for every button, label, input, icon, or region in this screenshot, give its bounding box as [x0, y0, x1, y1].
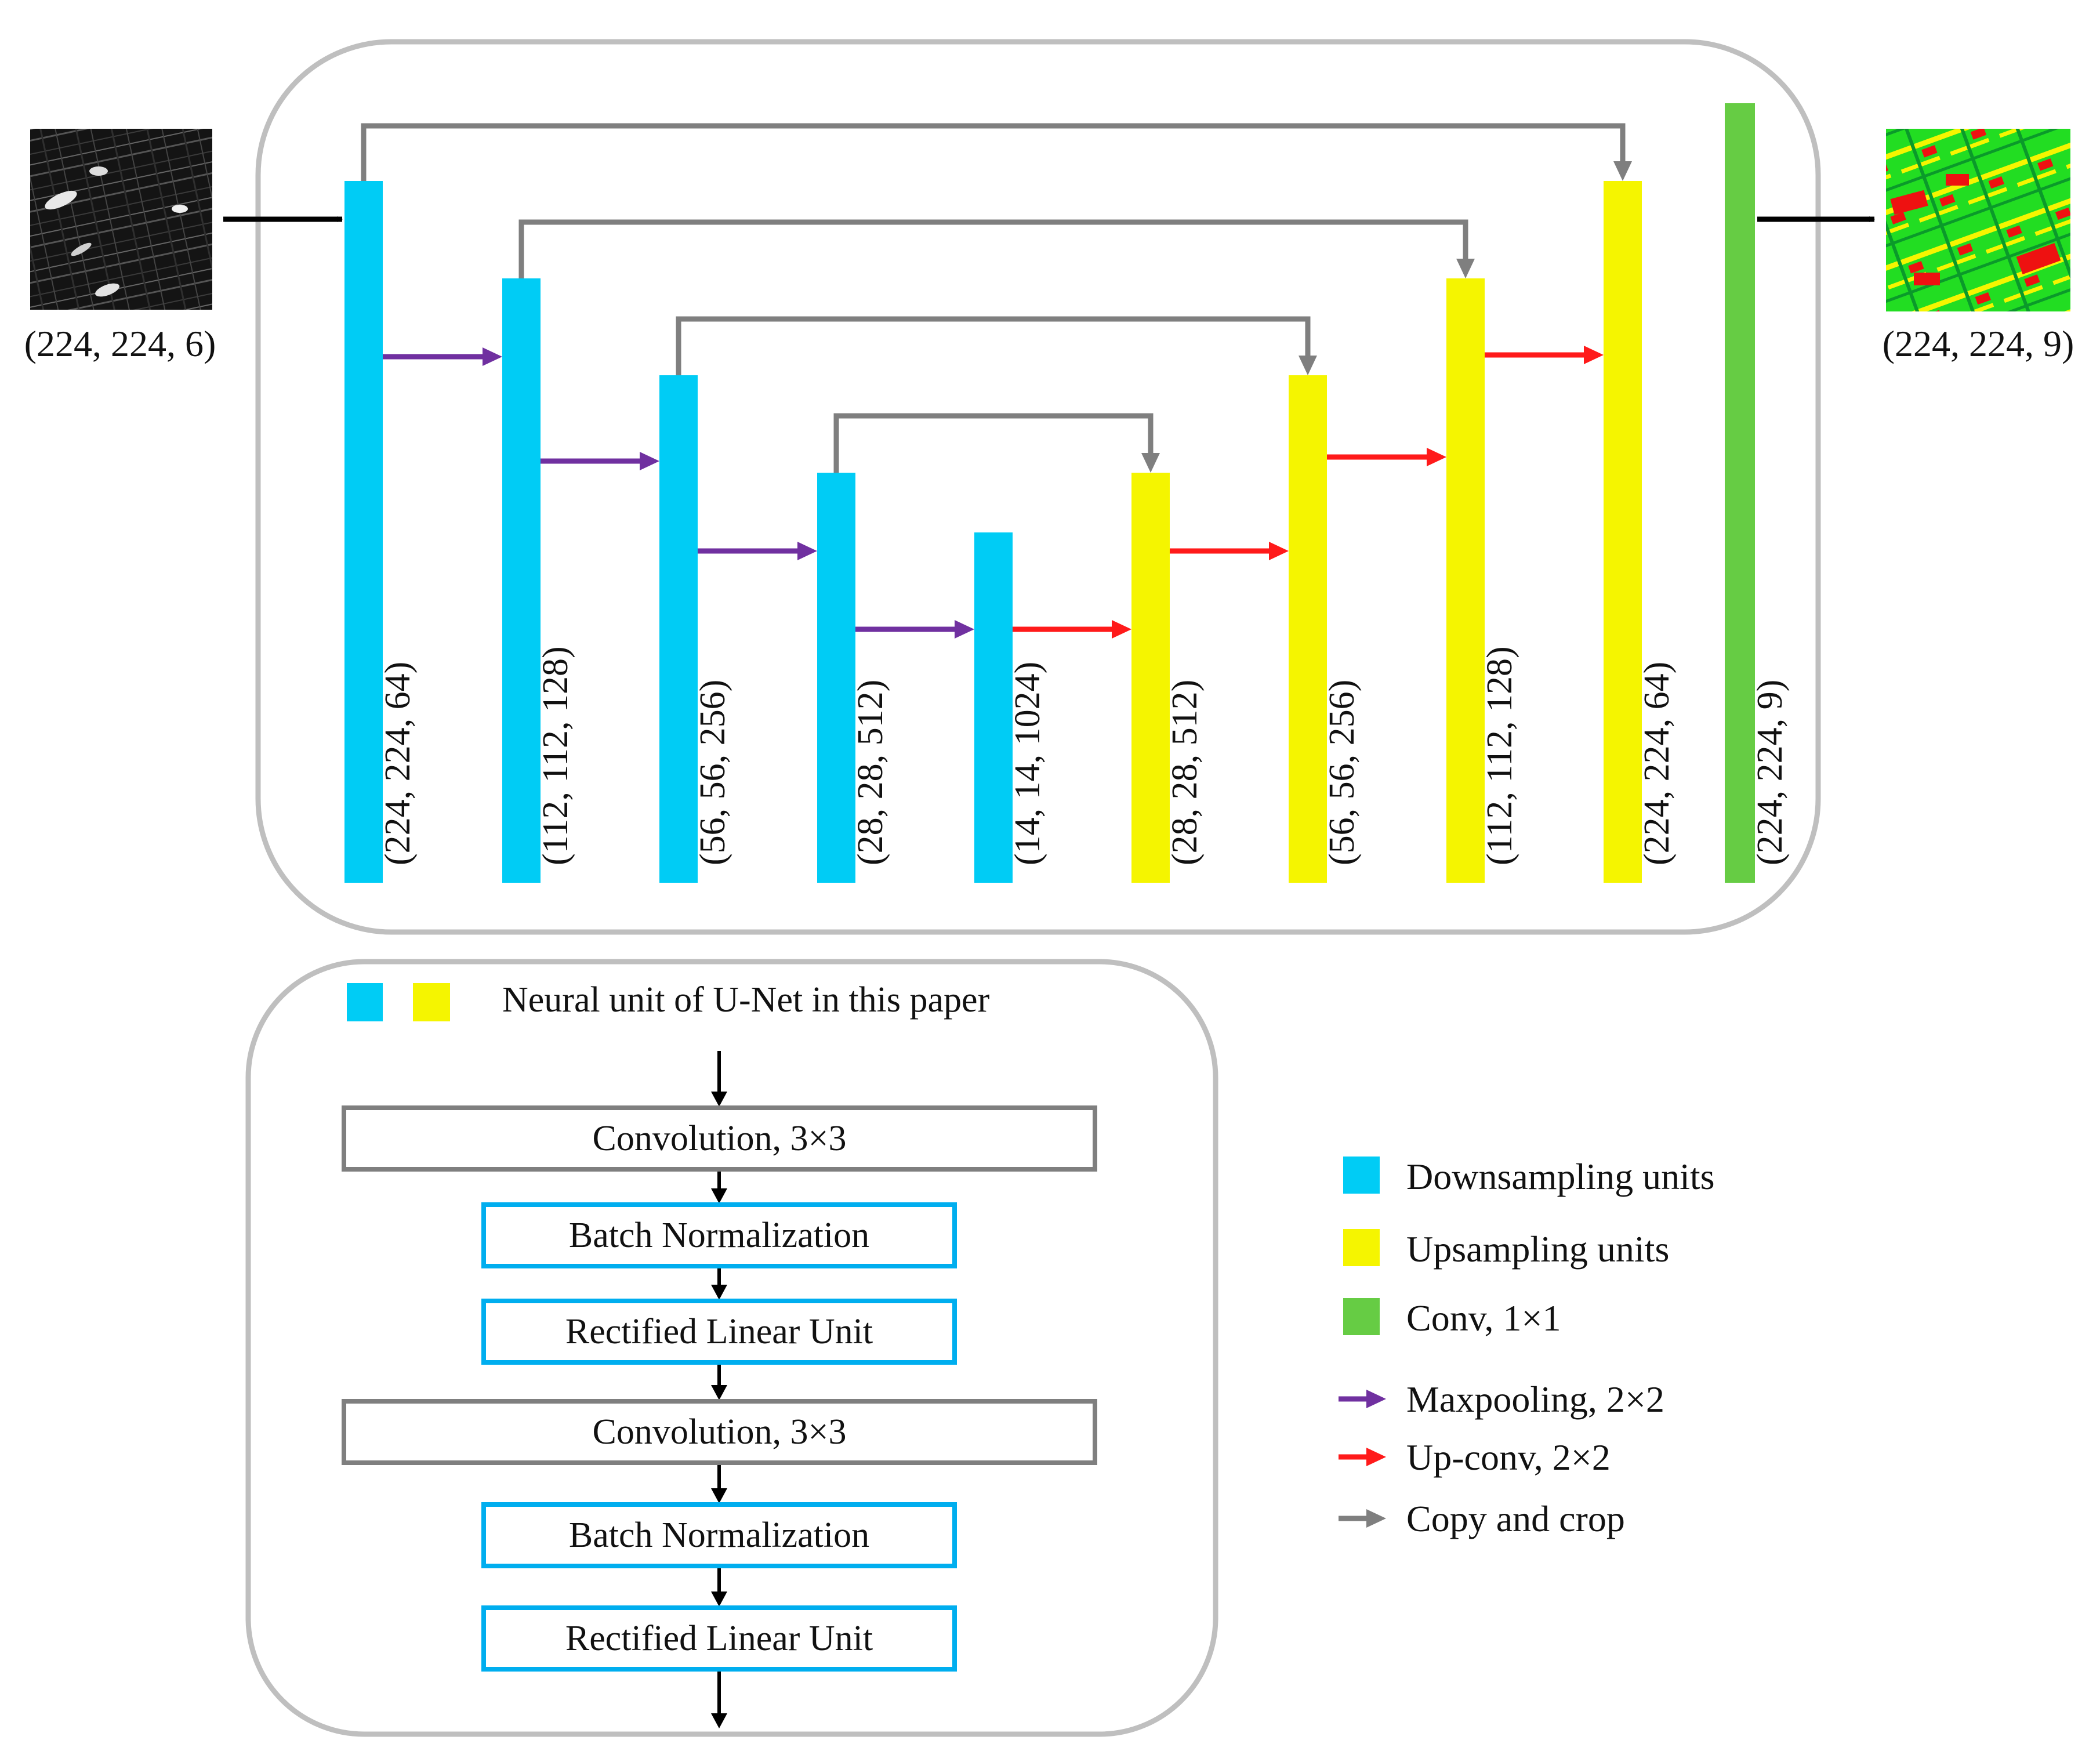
flow-arrowhead: [711, 1285, 727, 1300]
upconv-arrowhead: [1584, 346, 1604, 364]
downsampling-bar: [974, 532, 1013, 883]
network-layers: (224, 224, 64) (112, 112, 128) (56, 56, 25…: [344, 103, 1790, 883]
flow-arrowhead: [711, 1092, 727, 1107]
upsampling-bar: [1604, 181, 1642, 883]
layer-dims-label: (112, 112, 128): [1480, 646, 1519, 865]
copy-crop-connector: [361, 123, 1626, 181]
unit-step-label: Convolution, 3×3: [593, 1412, 847, 1452]
unit-step-label: Batch Normalization: [569, 1216, 869, 1255]
upsampling-bar: [1446, 278, 1485, 883]
output-image-icon: [1886, 129, 2070, 311]
layer-dims-label: (28, 28, 512): [1165, 680, 1205, 865]
conv-box: [342, 1105, 1097, 1172]
flow-arrowhead: [711, 1488, 727, 1503]
maxpool-arrowhead: [955, 620, 974, 639]
copy-crop-connector: [833, 413, 1154, 473]
batch-norm-box: [481, 1502, 957, 1568]
network-frame: [255, 39, 1821, 935]
unit-step-label: Rectified Linear Unit: [565, 1619, 873, 1658]
unit-title: Neural unit of U-Net in this paper: [502, 980, 990, 1020]
legend-swatch: [1343, 1229, 1380, 1266]
upsampling-bar: [1289, 375, 1327, 883]
batch-norm-box: [481, 1202, 957, 1268]
unit-title-swatch-up: [413, 983, 450, 1021]
maxpool-arrowhead: [483, 347, 502, 366]
downsampling-bar: [659, 375, 698, 883]
copy-crop-arrowhead: [1141, 453, 1160, 473]
unit-step-label: Batch Normalization: [569, 1516, 869, 1555]
copy-crop-arrowhead: [1456, 259, 1475, 278]
layer-dims-label: (112, 112, 128): [536, 646, 575, 865]
layer-dims-label: (224, 224, 64): [1637, 662, 1677, 865]
conv1x1-bar: [1725, 103, 1755, 883]
maxpool-arrowhead: [797, 542, 817, 560]
legend-label: Maxpooling, 2×2: [1406, 1379, 1664, 1420]
unit-frame: [245, 959, 1218, 1737]
downsampling-bar: [344, 181, 383, 883]
flow-arrowhead: [711, 1713, 727, 1728]
legend-label: Copy and crop: [1406, 1498, 1625, 1539]
legend-arrowhead: [1366, 1509, 1386, 1528]
relu-box: [481, 1299, 957, 1365]
conv-box: [342, 1399, 1097, 1465]
upconv-arrowhead: [1427, 448, 1446, 466]
layer-dims-label: (14, 14, 1024): [1008, 662, 1047, 865]
unit-step-label: Rectified Linear Unit: [565, 1312, 873, 1351]
output-shape-label: (224, 224, 9): [1883, 323, 2074, 364]
legend-label: Up-conv, 2×2: [1406, 1437, 1611, 1478]
copy-crop-arrowhead: [1613, 161, 1632, 181]
layer-dims-label: (56, 56, 256): [1322, 680, 1362, 865]
legend-arrowhead: [1366, 1448, 1386, 1466]
relu-box: [481, 1605, 957, 1672]
flow-arrowhead: [711, 1385, 727, 1400]
upconv-arrowhead: [1269, 542, 1289, 560]
legend-swatch: [1343, 1157, 1380, 1194]
legend-label: Downsampling units: [1406, 1156, 1715, 1197]
copy-crop-connector: [676, 316, 1311, 375]
layer-dims-label: (28, 28, 512): [851, 680, 890, 865]
input-shape-label: (224, 224, 6): [24, 323, 216, 364]
downsampling-bar: [502, 278, 541, 883]
copy-crop-arrowhead: [1299, 356, 1317, 375]
upsampling-bar: [1131, 473, 1170, 883]
maxpool-arrowhead: [640, 452, 659, 470]
legend-label: Conv, 1×1: [1406, 1297, 1561, 1339]
flow-arrowhead: [711, 1592, 727, 1607]
unit-step-label: Convolution, 3×3: [593, 1119, 847, 1158]
upconv-arrowhead: [1112, 620, 1131, 639]
flow-arrowhead: [711, 1188, 727, 1203]
layer-dims-label: (224, 224, 9): [1750, 680, 1790, 865]
layer-dims-label: (56, 56, 256): [693, 680, 732, 865]
input-image-icon: [30, 129, 212, 310]
layer-dims-label: (224, 224, 64): [378, 662, 418, 865]
copy-crop-connector: [518, 219, 1468, 278]
legend-label: Upsampling units: [1406, 1228, 1669, 1270]
unit-title-swatch-down: [347, 983, 383, 1021]
legend-arrowhead: [1366, 1390, 1386, 1408]
legend-swatch: [1343, 1298, 1380, 1335]
downsampling-bar: [817, 473, 855, 883]
